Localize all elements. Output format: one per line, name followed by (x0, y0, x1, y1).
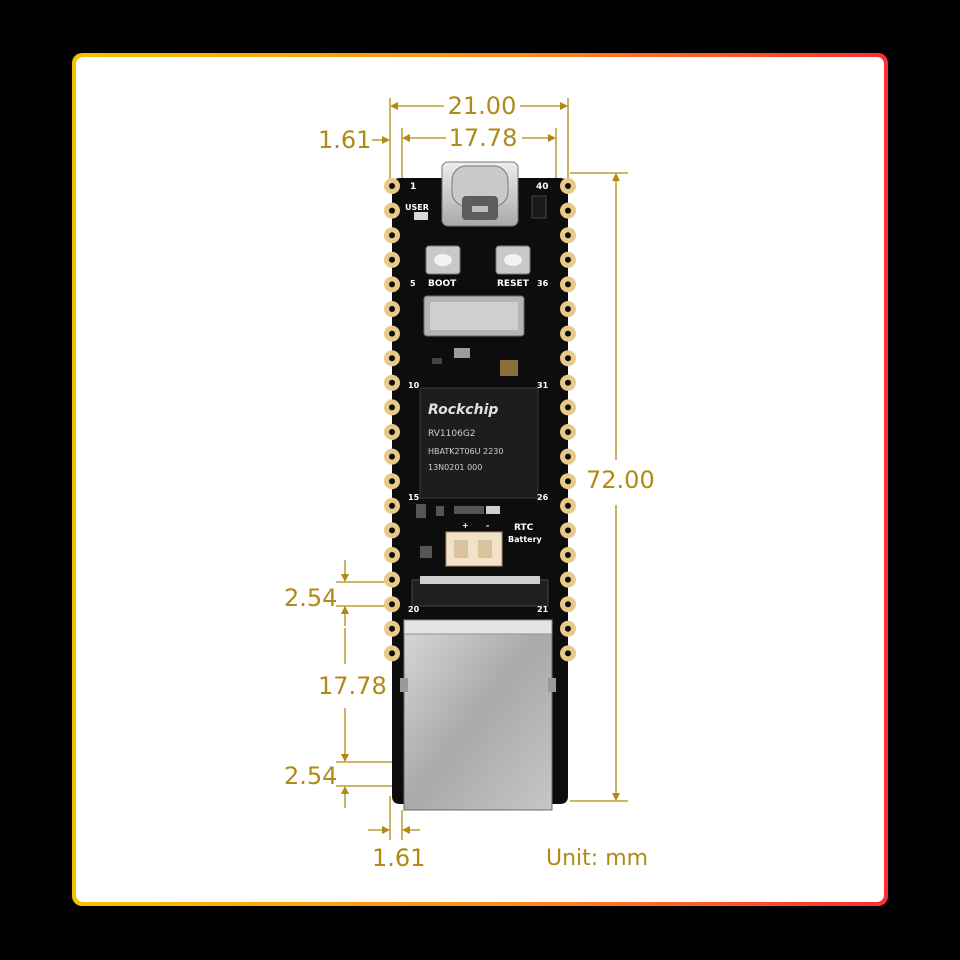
chip-line-3: 13N0201 000 (428, 463, 482, 472)
unit-label: Unit: mm (546, 846, 649, 871)
battery-minus-label: - (486, 521, 489, 530)
pin-hole-right-16 (565, 552, 571, 558)
dim-ethernet-pin-span: 17.78 (318, 672, 387, 700)
battery-label: Battery (508, 535, 543, 544)
board (384, 161, 576, 811)
rtc-label: RTC (514, 523, 534, 533)
pin-hole-left-5 (389, 281, 395, 288)
pin-hole-right-1 (565, 183, 571, 189)
pin-10-label: 10 (408, 381, 420, 390)
pin-hole-right-14 (565, 502, 571, 509)
pin-hole-left-8 (389, 355, 395, 362)
pin-hole-right-8 (565, 355, 571, 362)
pin-26-label: 26 (537, 493, 549, 502)
pin-hole-right-19 (565, 625, 571, 632)
pin-hole-left-13 (389, 478, 395, 485)
dim-left-offset-bottom: 1.61 (372, 844, 426, 872)
pin-hole-right-12 (565, 453, 571, 460)
pin-hole-left-4 (389, 256, 395, 263)
user-label: USER (405, 203, 429, 212)
pin-hole-left-6 (389, 306, 395, 312)
pin-hole-left-20 (389, 650, 395, 657)
chip-brand: Rockchip (428, 402, 498, 418)
pin-hole-left-16 (389, 552, 395, 558)
pin-hole-right-10 (565, 404, 571, 411)
chip-model: RV1106G2 (428, 429, 476, 439)
pin-hole-right-20 (565, 650, 571, 657)
dim-pitch-lower: 2.54 (284, 762, 338, 790)
pin-hole-right-18 (565, 601, 571, 608)
rtc-battery-connector (445, 531, 503, 567)
dim-pin-row-spacing: 17.78 (448, 124, 518, 152)
pin-15-label: 15 (408, 493, 420, 502)
pin-hole-left-10 (389, 404, 395, 411)
sd-card-slot (423, 295, 525, 337)
battery-plus-label: + (462, 521, 469, 530)
pin-hole-left-15 (389, 527, 395, 534)
soc-chip (419, 387, 539, 499)
pin-hole-right-3 (565, 232, 571, 239)
pin-40-label: 40 (536, 182, 549, 192)
reset-button (495, 245, 531, 275)
pin-1-label: 1 (410, 182, 416, 192)
pin-hole-left-17 (389, 576, 395, 583)
pin-hole-right-15 (565, 527, 571, 534)
pin-hole-left-19 (389, 625, 395, 632)
dim-board-width: 21.00 (447, 92, 517, 120)
pin-hole-right-4 (565, 256, 571, 263)
dim-left-offset-top: 1.61 (318, 126, 372, 154)
pin-20-label: 20 (408, 605, 420, 614)
pin-hole-left-2 (389, 207, 395, 214)
pin-hole-right-9 (565, 379, 571, 386)
fpc-connector (411, 576, 549, 607)
dim-board-length: 72.00 (586, 466, 655, 494)
pin-36-label: 36 (537, 279, 549, 288)
pin-31-label: 31 (537, 381, 549, 390)
pin-hole-right-5 (565, 281, 571, 288)
dim-pitch-upper: 2.54 (284, 584, 338, 612)
pin-hole-right-11 (565, 429, 571, 435)
pin-hole-left-9 (389, 379, 395, 386)
rj45-ethernet-jack (400, 619, 556, 811)
pin-hole-left-7 (389, 330, 395, 337)
pin-pads (384, 178, 576, 799)
pin-hole-right-7 (565, 330, 571, 337)
pin-hole-right-6 (565, 306, 571, 312)
pin-hole-left-11 (389, 429, 395, 435)
pin-hole-right-17 (565, 576, 571, 583)
pin-21-label: 21 (537, 605, 549, 614)
reset-label: RESET (497, 279, 530, 289)
pin-hole-right-13 (565, 478, 571, 485)
pin-hole-right-2 (565, 207, 571, 214)
pin-hole-left-12 (389, 453, 395, 460)
user-led (414, 212, 428, 220)
chip-line-2: HBATK2T06U 2230 (428, 447, 503, 456)
pin-hole-left-3 (389, 232, 395, 239)
pin-hole-left-14 (389, 502, 395, 509)
usb-c-connector (441, 161, 519, 227)
boot-button (425, 245, 461, 275)
pin-5-label: 5 (410, 279, 416, 288)
pin-hole-left-18 (389, 601, 395, 608)
boot-label: BOOT (428, 279, 457, 289)
pin-hole-left-1 (389, 183, 395, 189)
